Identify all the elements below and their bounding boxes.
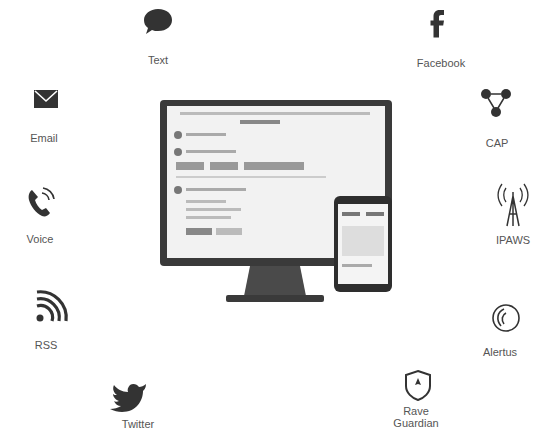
screen-panel: [342, 226, 384, 256]
screen-button: [216, 228, 242, 235]
rave-guardian-mark: [415, 378, 421, 385]
screen-bar: [186, 133, 226, 136]
screen-bar: [186, 216, 231, 219]
rave-guardian-icon: [406, 371, 430, 400]
monitor-base: [226, 295, 324, 302]
icon-label: CAP: [467, 137, 527, 149]
screen-button: [186, 228, 212, 235]
screen-button: [210, 162, 238, 170]
icon-label: Twitter: [108, 418, 168, 430]
text-icon: [144, 9, 172, 34]
monitor-stand: [244, 266, 306, 296]
screen-bar: [366, 212, 384, 216]
icon-label: IPAWS: [483, 234, 543, 246]
twitter-icon: [110, 384, 146, 412]
icon-label: Voice: [10, 233, 70, 245]
icon-label: Rave Guardian: [386, 405, 446, 429]
cap-icon: [481, 89, 511, 117]
screen-dot: [174, 148, 182, 156]
icon-label: Email: [14, 132, 74, 144]
email-icon: [34, 90, 58, 108]
facebook-icon: [431, 10, 445, 38]
screen-bar: [186, 188, 246, 191]
icon-label: RSS: [16, 339, 76, 351]
monitor-screen: [167, 106, 385, 258]
phone-screen: [338, 204, 388, 284]
phone: [334, 196, 392, 292]
screen-dot: [174, 131, 182, 139]
screen-dot: [174, 186, 182, 194]
screen-bar: [180, 112, 370, 115]
icon-label: Alertus: [470, 346, 530, 358]
screen-bar: [186, 200, 226, 203]
screen-button: [176, 162, 204, 170]
screen-bar: [176, 176, 326, 178]
screen-bar: [240, 120, 280, 124]
icon-label: Facebook: [411, 57, 471, 69]
screen-bar: [186, 150, 236, 153]
monitor-frame: [160, 100, 392, 266]
screen-bar: [186, 208, 241, 211]
screen-button: [244, 162, 304, 170]
phone-body: [334, 196, 392, 292]
voice-icon: [29, 188, 54, 216]
rss-icon: [37, 292, 67, 322]
screen-bar: [342, 264, 372, 267]
icon-label: Text: [128, 54, 188, 66]
ipaws-icon: [498, 184, 528, 226]
icons: [29, 9, 528, 412]
screen-bar: [342, 212, 360, 216]
monitor: [160, 100, 392, 302]
alertus-icon: [493, 305, 519, 331]
